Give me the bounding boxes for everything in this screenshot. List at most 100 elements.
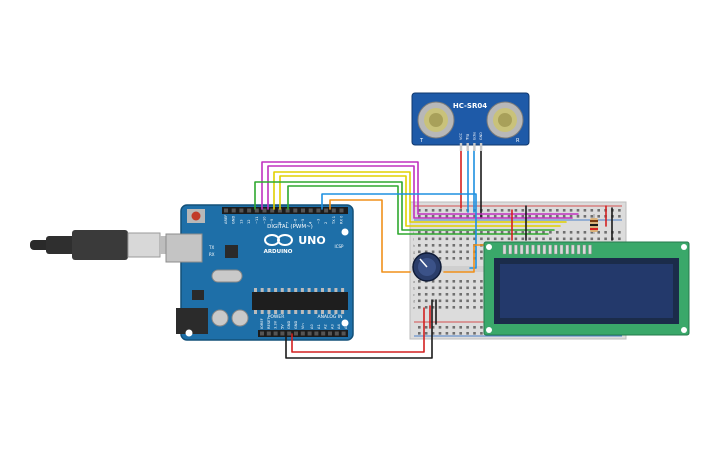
lcd-module[interactable] — [483, 241, 690, 336]
tie-hole — [480, 257, 483, 260]
tie-hole — [473, 299, 476, 303]
tie-hole — [466, 250, 469, 254]
usb-cable[interactable] — [30, 230, 184, 260]
wires — [254, 149, 613, 359]
wire-5v — [291, 307, 425, 353]
tie-hole — [549, 237, 552, 241]
tie-hole — [424, 250, 428, 254]
sensor-pin — [479, 143, 483, 151]
arduino-logo-icon — [264, 234, 293, 246]
wire-pot-out — [443, 244, 489, 273]
header-hole — [231, 208, 236, 213]
tie-hole — [597, 231, 600, 234]
rail-hole — [562, 209, 566, 212]
potentiometer[interactable] — [412, 252, 442, 282]
header-hole — [280, 331, 285, 336]
chip-pins — [254, 288, 345, 314]
rail-hole — [424, 215, 428, 218]
tie-hole — [487, 237, 490, 241]
tie-hole — [452, 306, 456, 309]
tie-hole — [480, 286, 483, 290]
sensor-pin — [466, 143, 469, 151]
wire-pin-11 — [267, 165, 573, 219]
row-label: d — [413, 300, 415, 304]
arduino-brand: ARDUINO — [264, 249, 293, 255]
rail-hole — [487, 215, 490, 218]
pin-label: IOREF — [260, 318, 264, 329]
tie-hole — [424, 231, 428, 234]
chip-pin — [321, 310, 324, 314]
tie-hole — [452, 237, 456, 241]
tie-hole — [431, 244, 435, 247]
tie-hole — [514, 237, 518, 241]
pin-label: 5V — [280, 324, 284, 329]
tie-hole — [480, 280, 483, 283]
tie-hole — [418, 293, 421, 296]
rail-hole — [528, 215, 531, 218]
lcd-screen — [500, 264, 673, 318]
pin-label: A1 — [317, 324, 321, 329]
rail-hole — [445, 209, 449, 212]
lcd-pin — [571, 244, 575, 255]
tie-hole — [418, 299, 421, 303]
resistor[interactable] — [590, 214, 598, 234]
chip-pin — [314, 310, 318, 314]
header-hole — [287, 331, 292, 336]
row-label: c — [413, 293, 415, 297]
rail-hole — [466, 332, 469, 335]
chip-pin — [314, 288, 318, 292]
tie-hole — [480, 231, 483, 234]
lcd-pin — [576, 244, 581, 255]
tie-hole — [535, 237, 538, 241]
rail-hole — [618, 209, 621, 212]
tie-hole — [459, 244, 462, 247]
rail-hole — [431, 326, 435, 329]
tie-hole — [459, 286, 462, 290]
tie-hole — [521, 231, 525, 234]
lcd-pin — [531, 244, 535, 255]
arduino-uno-board[interactable]: DIGITAL (PWM~) UNO ARDUINO ICSP TX RX PO… — [165, 204, 354, 341]
reset-button[interactable] — [191, 211, 201, 221]
chip-pin — [254, 288, 257, 292]
pin-label: GND — [287, 321, 291, 329]
chip-pin — [300, 310, 304, 314]
sensor-model: HC-SR04 — [453, 102, 487, 110]
tie-hole — [459, 231, 462, 234]
pin-label: ~6 — [293, 218, 297, 224]
tie-hole — [438, 299, 442, 303]
row-label: g — [413, 251, 415, 255]
rail-hole — [466, 326, 469, 329]
tie-hole — [438, 286, 442, 290]
tie-hole — [618, 231, 621, 234]
tie-hole — [459, 299, 462, 303]
pin-label: AREF — [224, 215, 228, 224]
tie-hole — [424, 306, 428, 309]
tie-hole — [576, 237, 580, 241]
tie-hole — [549, 231, 552, 234]
tie-hole — [445, 306, 449, 309]
lcd-pin — [582, 244, 586, 255]
pin-label: 7 — [286, 222, 290, 224]
rail-hole — [569, 215, 573, 218]
chip-pin — [327, 288, 331, 292]
rail-hole — [500, 215, 504, 218]
tie-hole — [473, 293, 476, 296]
tie-hole — [459, 250, 462, 254]
tie-hole — [424, 299, 428, 303]
rail-hole — [418, 326, 421, 329]
chip-pin — [260, 310, 264, 314]
rail-hole — [438, 332, 442, 335]
chip-pin — [294, 310, 298, 314]
tie-hole — [466, 299, 469, 303]
rail-hole — [583, 215, 587, 218]
tie-hole — [424, 286, 428, 290]
row-label: i — [413, 238, 414, 242]
rail-hole — [549, 215, 552, 218]
lcd-pin — [514, 244, 518, 255]
rail-hole — [556, 215, 559, 218]
chip-pin — [267, 310, 271, 314]
rail-hole — [507, 215, 511, 218]
pin-label: TX 1 — [332, 216, 336, 225]
